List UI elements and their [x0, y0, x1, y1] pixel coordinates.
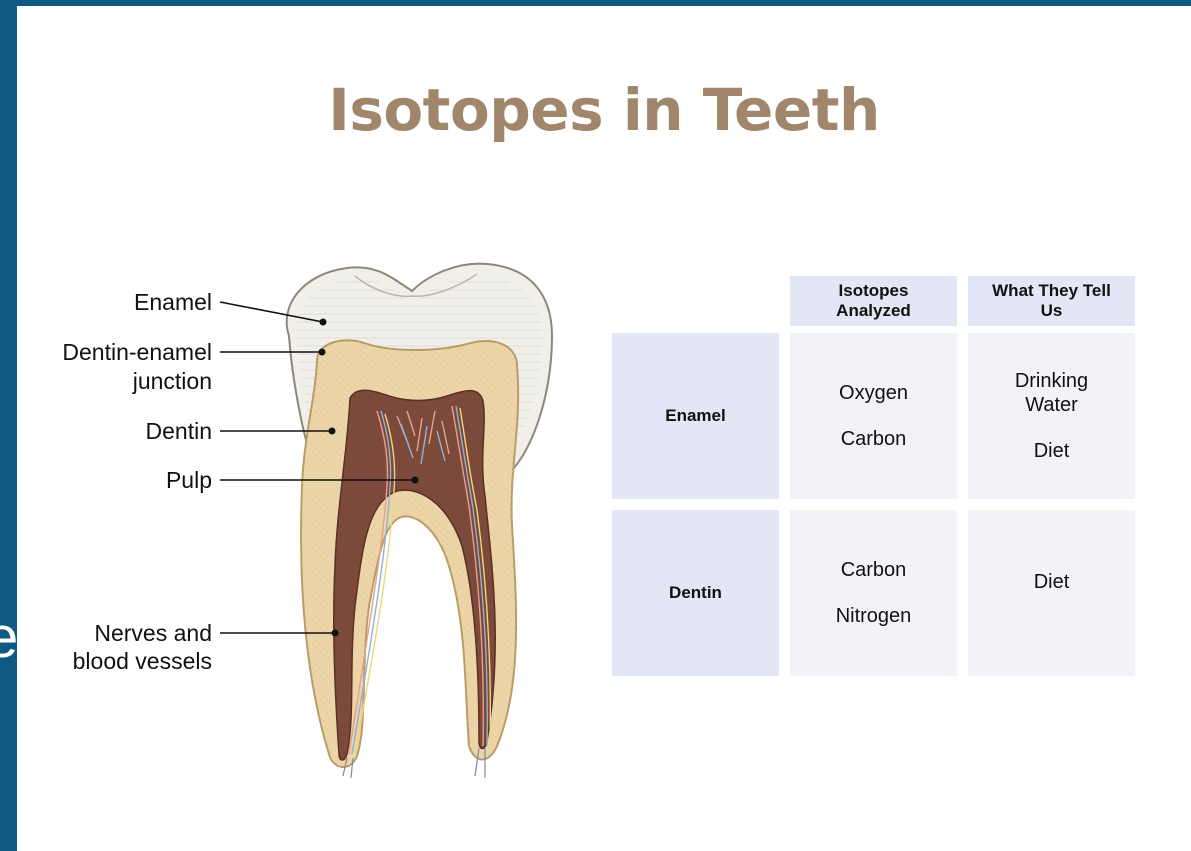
row-header-dentin: Dentin: [612, 510, 779, 676]
label-enamel: Enamel: [134, 288, 212, 316]
isotope-nitrogen: Nitrogen: [836, 604, 912, 628]
col-header-isotopes: Isotopes Analyzed: [790, 276, 957, 326]
label-nerves-line2: blood vessels: [73, 647, 212, 675]
cell-enamel-isotopes: Oxygen Carbon: [790, 333, 957, 499]
isotope-carbon: Carbon: [841, 558, 907, 582]
cell-dentin-meaning: Diet: [968, 510, 1135, 676]
meaning-drinking-water: Drinking Water: [1007, 369, 1097, 417]
label-pulp: Pulp: [166, 466, 212, 494]
isotope-carbon: Carbon: [841, 427, 907, 451]
meaning-diet: Diet: [1034, 570, 1070, 594]
label-nerves-line1: Nerves and: [94, 619, 212, 647]
frame-left-border: [0, 0, 17, 851]
col-header-isotopes-text: Isotopes Analyzed: [819, 281, 929, 321]
isotope-oxygen: Oxygen: [839, 381, 908, 405]
row-header-dentin-text: Dentin: [669, 583, 722, 603]
edge-letter: e: [0, 598, 16, 678]
row-header-enamel-text: Enamel: [665, 406, 725, 426]
label-dentin-enamel-junction-line2: junction: [133, 367, 212, 395]
meaning-diet: Diet: [1034, 439, 1070, 463]
cell-enamel-meaning: Drinking Water Diet: [968, 333, 1135, 499]
col-header-meaning: What They Tell Us: [968, 276, 1135, 326]
slide: Isotopes in Teeth: [17, 6, 1191, 851]
cell-dentin-isotopes: Carbon Nitrogen: [790, 510, 957, 676]
row-header-enamel: Enamel: [612, 333, 779, 499]
label-dentin-enamel-junction-line1: Dentin-enamel: [62, 338, 212, 366]
col-header-meaning-text: What They Tell Us: [982, 281, 1122, 321]
label-dentin: Dentin: [146, 417, 212, 445]
